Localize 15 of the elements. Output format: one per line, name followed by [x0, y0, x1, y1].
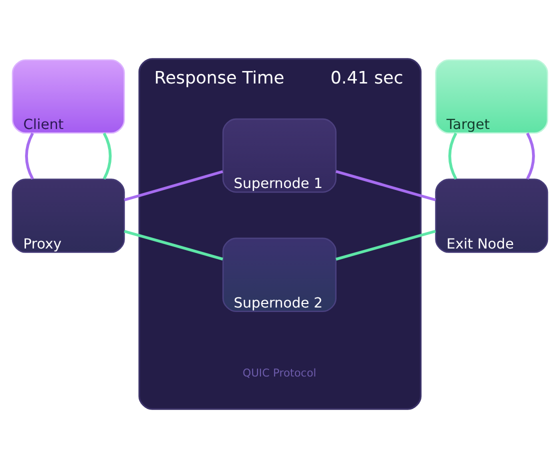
label: QUIC Protocol — [242, 366, 316, 379]
connector — [336, 229, 436, 260]
node-box: Target — [435, 58, 548, 134]
connector — [124, 170, 224, 201]
node-box: Supernode 2 — [222, 237, 336, 312]
node-box: Exit Node — [435, 178, 548, 252]
connector — [124, 229, 224, 260]
node-box: Client — [12, 58, 125, 134]
node-box: Proxy — [12, 178, 125, 252]
connector — [102, 132, 112, 180]
connector — [25, 132, 34, 180]
connector — [336, 170, 436, 201]
node-box: Supernode 1 — [222, 118, 336, 192]
connector — [526, 132, 535, 180]
connector — [448, 132, 458, 180]
